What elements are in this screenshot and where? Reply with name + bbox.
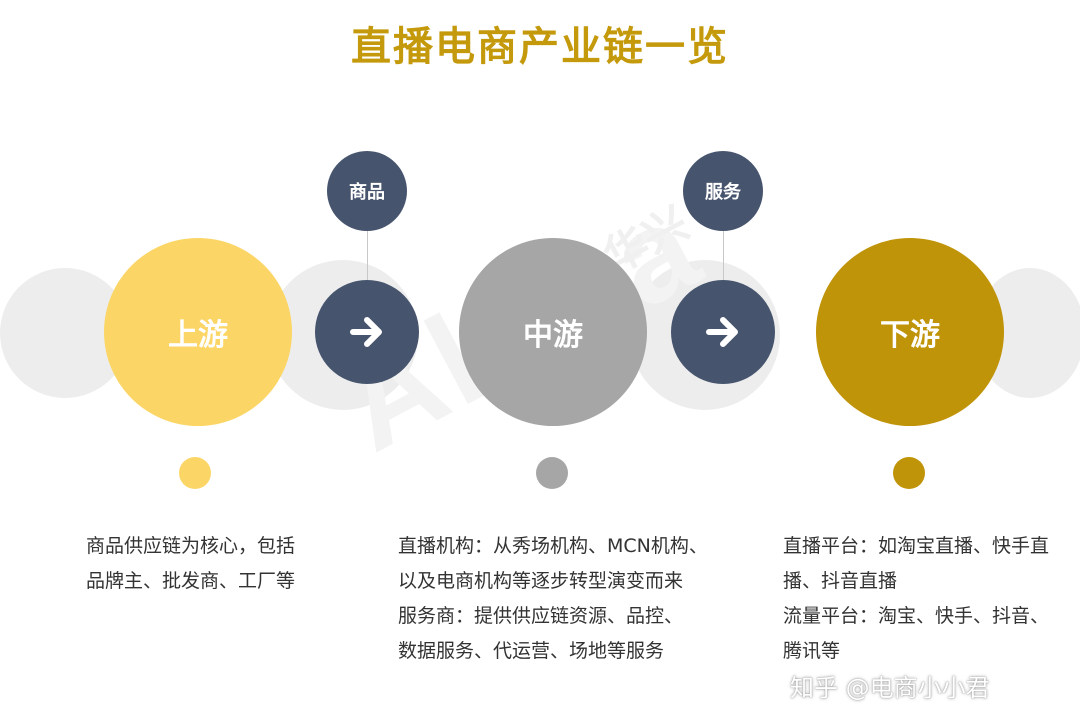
- stage-midstream: 中游: [459, 238, 647, 426]
- stage-downstream: 下游: [816, 238, 1004, 426]
- description-line: 流量平台：淘宝、快手、抖音、: [783, 605, 1050, 627]
- description-line: 直播平台：如淘宝直播、快手直: [783, 535, 1050, 557]
- description-line: 播、抖音直播: [783, 570, 898, 592]
- midstream-description: 直播机构：从秀场机构、MCN机构、 以及电商机构等逐步转型演变而来 服务商：提供…: [398, 529, 708, 669]
- connector-line: [367, 228, 368, 284]
- description-line: 商品供应链为核心，包括: [86, 535, 296, 557]
- upstream-dot: [179, 457, 211, 489]
- stage-upstream-label: 上游: [168, 318, 228, 353]
- downstream-description: 直播平台：如淘宝直播、快手直 播、抖音直播 流量平台：淘宝、快手、抖音、 腾讯等: [783, 529, 1049, 669]
- tag-service: 服务: [683, 151, 763, 231]
- description-line: 数据服务、代运营、场地等服务: [398, 640, 665, 662]
- description-line: 品牌主、批发商、工厂等: [86, 570, 296, 592]
- tag-service-label: 服务: [705, 182, 741, 203]
- description-line: 直播机构：从秀场机构、MCN机构、: [398, 535, 708, 557]
- stage-midstream-label: 中游: [523, 318, 583, 353]
- downstream-dot: [893, 457, 925, 489]
- stage-downstream-label: 下游: [880, 318, 940, 353]
- arrow-right-icon: [706, 317, 738, 347]
- connector-line: [723, 228, 724, 284]
- description-line: 腾讯等: [783, 640, 841, 662]
- description-line: 服务商：提供供应链资源、品控、: [398, 605, 684, 627]
- midstream-dot: [536, 457, 568, 489]
- stage-upstream: 上游: [104, 238, 292, 426]
- page-title: 直播电商产业链一览: [351, 24, 729, 70]
- description-line: 以及电商机构等逐步转型演变而来: [398, 570, 684, 592]
- connector-midstream-downstream: [671, 280, 775, 384]
- arrow-right-icon: [350, 317, 382, 347]
- credit-watermark: 知乎 @电商小小君: [790, 674, 990, 702]
- connector-upstream-midstream: [315, 280, 419, 384]
- upstream-description: 商品供应链为核心，包括 品牌主、批发商、工厂等: [86, 529, 295, 599]
- tag-goods: 商品: [327, 151, 407, 231]
- tag-goods-label: 商品: [349, 182, 385, 203]
